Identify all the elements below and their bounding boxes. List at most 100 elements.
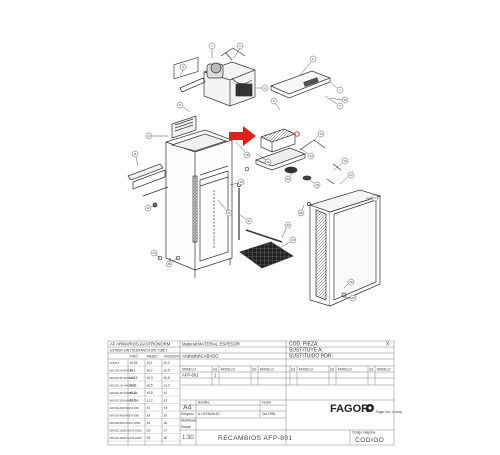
callout-number: 19 [239, 180, 243, 184]
tolerance-cell-medio: ±6 [147, 436, 151, 440]
callout-5: 5 [270, 97, 281, 111]
callout-27: 27 [366, 194, 379, 202]
callout-number: 27 [373, 196, 377, 200]
left-rail-parts [127, 77, 206, 197]
callout-number: 23 [291, 238, 295, 242]
callout-number: 31 [266, 160, 270, 164]
modelo-header-3: MODELO [260, 368, 274, 372]
modelo-header-2: MODELO [221, 368, 235, 372]
callout-number: 11 [133, 152, 136, 156]
product-family: AF ARMARIOS GASTRONORM [110, 342, 171, 347]
tolerance-cell-grosero: ±1,2 [164, 384, 170, 388]
callout-26: 26 [297, 204, 305, 217]
tolerance-cell-grosero: ±2 [164, 391, 168, 395]
callout-32: 32 [284, 169, 296, 183]
tolerance-cell-medio: ±0,3 [147, 376, 153, 380]
callout-1: 1 [233, 42, 244, 59]
callout-number: 16 [343, 159, 347, 163]
callout-number: 15 [315, 183, 319, 187]
tolerance-cell-range: MAS DE 120 HASTA 400 [110, 385, 137, 388]
tolerance-cell-grosero: ±6 [164, 421, 168, 425]
tolerance-cell-medio: ±0,1 [147, 361, 153, 365]
callout-11: 11 [131, 150, 139, 167]
callout-number: 24 [152, 251, 156, 255]
tolerance-cell-medio: ±5 [147, 429, 151, 433]
cod-pieza-label: COD. PIEZA: [289, 342, 319, 348]
cabinet-body [165, 57, 240, 278]
callout-number: 20 [227, 211, 231, 215]
callout-6: 6 [299, 55, 317, 76]
callout-18: 18 [235, 141, 251, 159]
tolerance-cell-grosero: ±7 [164, 429, 168, 433]
nombre-label: Nombre [198, 401, 210, 405]
callout-14: 14 [299, 147, 315, 160]
tolerance-cell-range: MAS DE 12000 HASTA 16000 [110, 430, 143, 433]
cod-pieza-flag: X [386, 342, 390, 348]
callout-30: 30 [329, 96, 349, 104]
tolerance-header: ESTADO SIN TOLERANCIA DIN 7168-1 [110, 349, 167, 353]
callout-31: 31 [256, 153, 272, 166]
callout-22: 22 [281, 221, 292, 239]
tolerance-cell-fino: ±0,1 [130, 369, 136, 373]
tolerance-cell-range: MAS DE 2000 HASTA 4000 [110, 407, 140, 410]
tolerance-cell-fino: ±0,05 [130, 361, 138, 365]
fecha-value: Oct-1996 [262, 412, 275, 416]
tolerance-cell-medio: ±2 [147, 406, 151, 410]
tolerance-cell-fino: ±0,2 [130, 384, 136, 388]
modelo-header-4: MODELO [299, 368, 313, 372]
format-size: A4 [183, 405, 192, 412]
material-label: Material: [182, 342, 198, 347]
grid-shelf [239, 229, 294, 269]
part-callouts: 1 2 3 4 5 6 7 8 9 10 11 12 13 14 15 16 1… [131, 42, 379, 302]
callout-28: 28 [343, 278, 355, 289]
callout-number: 4 [264, 86, 266, 90]
callout-number: 9 [179, 103, 181, 107]
evaporator-block [254, 128, 326, 181]
tolerance-cell-medio: ±1,2 [147, 399, 153, 403]
tolerance-cell-range: MAS DE 1000 HASTA 2000 [110, 400, 140, 403]
callout-number: 10 [147, 134, 151, 138]
sustituido-label: SUSTITUIDO POR: [289, 354, 333, 360]
callout-19: 19 [229, 178, 245, 186]
callout-23: 23 [275, 236, 297, 251]
tolerance-cell-medio: ±0,2 [147, 369, 153, 373]
top-grille-panel [270, 70, 331, 99]
tolerance-cell-range: MAS DE 30 HASTA 120 [110, 377, 136, 380]
tolerance-cell-grosero: ±3 [164, 399, 168, 403]
tolerance-cell-grosero: ±0,2 [164, 361, 170, 365]
tolerance-cell-grosero: ±0,5 [164, 369, 170, 373]
tolerance-cell-medio: ±0,8 [147, 391, 153, 395]
callout-number: 2 [211, 44, 213, 48]
callout-number: 1 [239, 44, 241, 48]
tolerance-cell-grosero: ±0,8 [164, 376, 170, 380]
tol-col-medio: MEDIO [147, 355, 158, 359]
callout-number: 13 [319, 132, 323, 136]
ud-header-5: Ud. [369, 368, 374, 372]
tolerance-cell-fino: ±0,3 [130, 391, 136, 395]
title-block-grid [107, 340, 395, 446]
tolerance-cell-fino: ±0,15 [130, 376, 138, 380]
acabado-value: ACABADO [198, 354, 219, 359]
callout-number: 7 [339, 88, 341, 92]
modificado-label: Modificado [181, 419, 197, 423]
callout-number: 8 [339, 104, 341, 108]
ud-header-1: Ud. [213, 368, 218, 372]
callout-24: 24 [150, 249, 161, 259]
cabinet-door [308, 189, 382, 307]
tolerance-cell-range: HASTA 6 [110, 362, 120, 365]
callout-13: 13 [313, 130, 325, 142]
ud-header-3: Ud. [291, 368, 296, 372]
modelo-value: AFP-801 [182, 373, 199, 378]
tolerance-cell-range: MAS DE 4000 HASTA 8000 [110, 415, 140, 418]
tolerance-cell-grosero: ±8 [164, 436, 168, 440]
drawing-title: RECAMBIOS AFP-801 [218, 435, 293, 442]
callout-number: 3 [182, 65, 184, 69]
callout-16: 16 [333, 157, 349, 171]
escala-label: Escala [181, 425, 191, 429]
callout-number: 12 [146, 206, 150, 210]
callout-number: 5 [273, 99, 275, 103]
callout-number: 6 [312, 57, 314, 61]
callout-15: 15 [306, 177, 321, 189]
